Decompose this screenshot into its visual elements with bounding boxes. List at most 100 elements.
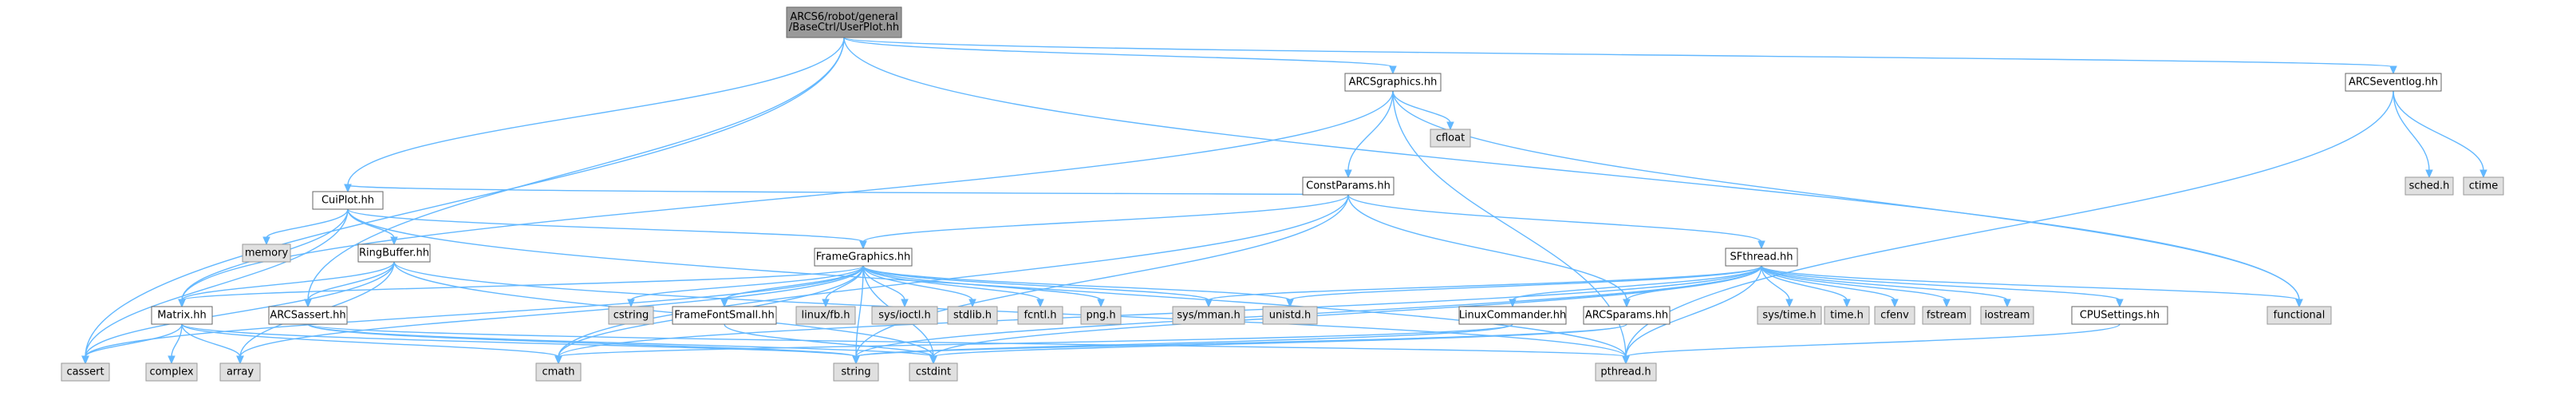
edge-sfthread-to-timeh (1761, 265, 1848, 301)
node-unistd-box (1262, 306, 1318, 325)
node-string: string (833, 362, 879, 382)
node-framegraphics[interactable]: FrameGraphics.hh (814, 248, 913, 267)
node-arcseventlog[interactable]: ARCSeventlog.hh (2345, 73, 2442, 92)
node-array-box (219, 362, 261, 382)
node-pthread-label: pthread.h (1600, 366, 1651, 378)
node-cpusettings[interactable]: CPUSettings.hh (2071, 306, 2168, 325)
node-pngh-box (1080, 306, 1122, 325)
node-pngh: png.h (1080, 306, 1122, 325)
node-sysioctl: sys/ioctl.h (871, 306, 938, 325)
node-array: array (219, 362, 261, 382)
node-schedh-box (2404, 176, 2454, 196)
edge-arrowhead-matrix-to-array (236, 355, 244, 365)
edge-sfthread-to-cmath (558, 265, 1762, 358)
edge-framegraphics-to-array (239, 265, 864, 358)
edge-cuiplot-to-memory (266, 208, 349, 239)
edge-arrowhead-cuiplot-to-framegraphics (859, 240, 867, 250)
edge-arcseventlog-to-ctime (2393, 90, 2484, 172)
node-timeh-label: time.h (1830, 310, 1864, 322)
edge-linuxcommander-to-cmath (558, 323, 1513, 358)
node-cfenv: cfenv (1874, 306, 1915, 325)
node-matrix-box (151, 306, 213, 325)
node-sfthread[interactable]: SFthread.hh (1725, 248, 1798, 267)
edge-constparams-to-framegraphics (862, 194, 1349, 243)
node-fcntl: fcntl.h (1017, 306, 1063, 325)
edge-arrowhead-cpusettings-to-pthread (1622, 355, 1630, 365)
node-memory-label: memory (245, 248, 289, 259)
edge-arrowhead-sfthread-to-unistd (1286, 299, 1294, 308)
edge-framegraphics-to-matrix (181, 265, 864, 301)
node-cstdint-label: cstdint (916, 366, 951, 378)
node-sfthread-box (1725, 248, 1798, 267)
node-arcsparams[interactable]: ARCSparams.hh (1583, 306, 1671, 325)
edge-sfthread-to-cstdint (933, 265, 1762, 358)
node-cassert: cassert (61, 362, 110, 382)
edge-matrix-to-array (181, 323, 241, 358)
edge-framegraphics-to-sysioctl (862, 265, 905, 301)
node-linuxfb-label: linux/fb.h (802, 310, 850, 322)
node-cfloat: cfloat (1430, 129, 1471, 148)
edge-arcsassert-to-pthread (307, 323, 1627, 358)
edge-arrowhead-sfthread-to-arcsparams (1623, 299, 1631, 308)
node-stdlib-box (947, 306, 998, 325)
edge-framegraphics-to-stdlib (862, 265, 973, 301)
edge-constparams-to-sfthread (1347, 194, 1762, 243)
edge-sfthread-to-functional (1761, 265, 2300, 301)
node-string-label: string (841, 366, 870, 378)
node-constparams[interactable]: ConstParams.hh (1302, 176, 1395, 196)
edge-arrowhead-arcsgraphics-to-constparams (1344, 169, 1352, 179)
edge-arrowhead-framegraphics-to-fcntl (1036, 299, 1044, 308)
node-arcsassert-box (268, 306, 348, 325)
node-arcsassert[interactable]: ARCSassert.hh (268, 306, 348, 325)
edge-sfthread-to-cfenv (1761, 265, 1896, 301)
edge-root-to-cassert (85, 37, 845, 358)
edge-arrowhead-sfthread-to-timeh (1843, 299, 1851, 308)
node-framegraphics-label: FrameGraphics.hh (816, 251, 911, 263)
node-root[interactable]: ARCS6/robot/general/BaseCtrl/UserPlot.hh (786, 6, 902, 38)
node-arcsgraphics-label: ARCSgraphics.hh (1349, 77, 1438, 89)
edge-sfthread-to-unistd (1289, 265, 1762, 301)
edge-arrowhead-root-to-arcseventlog (2389, 65, 2397, 75)
node-unistd: unistd.h (1262, 306, 1318, 325)
edge-root-to-arcsassert (307, 37, 845, 301)
edge-matrix-to-cassert (85, 323, 183, 358)
edge-cuiplot-to-ringbuffer (347, 208, 395, 239)
node-ringbuffer[interactable]: RingBuffer.hh (357, 244, 431, 263)
edge-framegraphics-to-cstring (630, 265, 864, 301)
edge-framegraphics-to-sysmman (862, 265, 1209, 301)
node-arcsgraphics-box (1344, 73, 1442, 92)
node-cassert-box (61, 362, 110, 382)
edge-ringbuffer-to-matrix (181, 261, 395, 301)
edge-arrowhead-matrix-to-complex (168, 355, 176, 365)
edge-arrowhead-constparams-to-sfthread (1757, 240, 1765, 250)
node-root-label: /BaseCtrl/UserPlot.hh (789, 22, 899, 34)
node-ringbuffer-label: RingBuffer.hh (359, 248, 429, 259)
node-matrix-label: Matrix.hh (157, 310, 207, 322)
node-complex-box (145, 362, 198, 382)
node-matrix[interactable]: Matrix.hh (151, 306, 213, 325)
edge-arrowhead-sfthread-to-functional (2295, 299, 2303, 308)
edge-framegraphics-to-pngh (862, 265, 1102, 301)
node-timeh-box (1824, 306, 1870, 325)
edge-arcsgraphics-to-constparams (1347, 90, 1394, 172)
node-linuxfb-box (795, 306, 856, 325)
edge-root-to-arcseventlog (843, 37, 2394, 68)
node-cuiplot[interactable]: CuiPlot.hh (312, 191, 384, 210)
node-systime: sys/time.h (1757, 306, 1822, 325)
node-fstream-label: fstream (1927, 310, 1967, 322)
node-cpusettings-box (2071, 306, 2168, 325)
edge-arcsgraphics-to-cfloat (1392, 90, 1451, 124)
node-arcsgraphics[interactable]: ARCSgraphics.hh (1344, 73, 1442, 92)
node-string-box (833, 362, 879, 382)
node-fstream: fstream (1922, 306, 1971, 325)
edge-arrowhead-sfthread-to-cpusettings (2116, 299, 2124, 308)
edge-ringbuffer-to-cassert (85, 261, 395, 358)
node-cstdint: cstdint (909, 362, 958, 382)
node-linuxcommander[interactable]: LinuxCommander.hh (1458, 306, 1567, 325)
dependency-edges (81, 37, 2487, 365)
node-framefontsmall-box (672, 306, 777, 325)
edge-arrowhead-arcseventlog-to-ctime (2479, 169, 2487, 179)
node-complex: complex (145, 362, 198, 382)
node-framefontsmall[interactable]: FrameFontSmall.hh (672, 306, 777, 325)
